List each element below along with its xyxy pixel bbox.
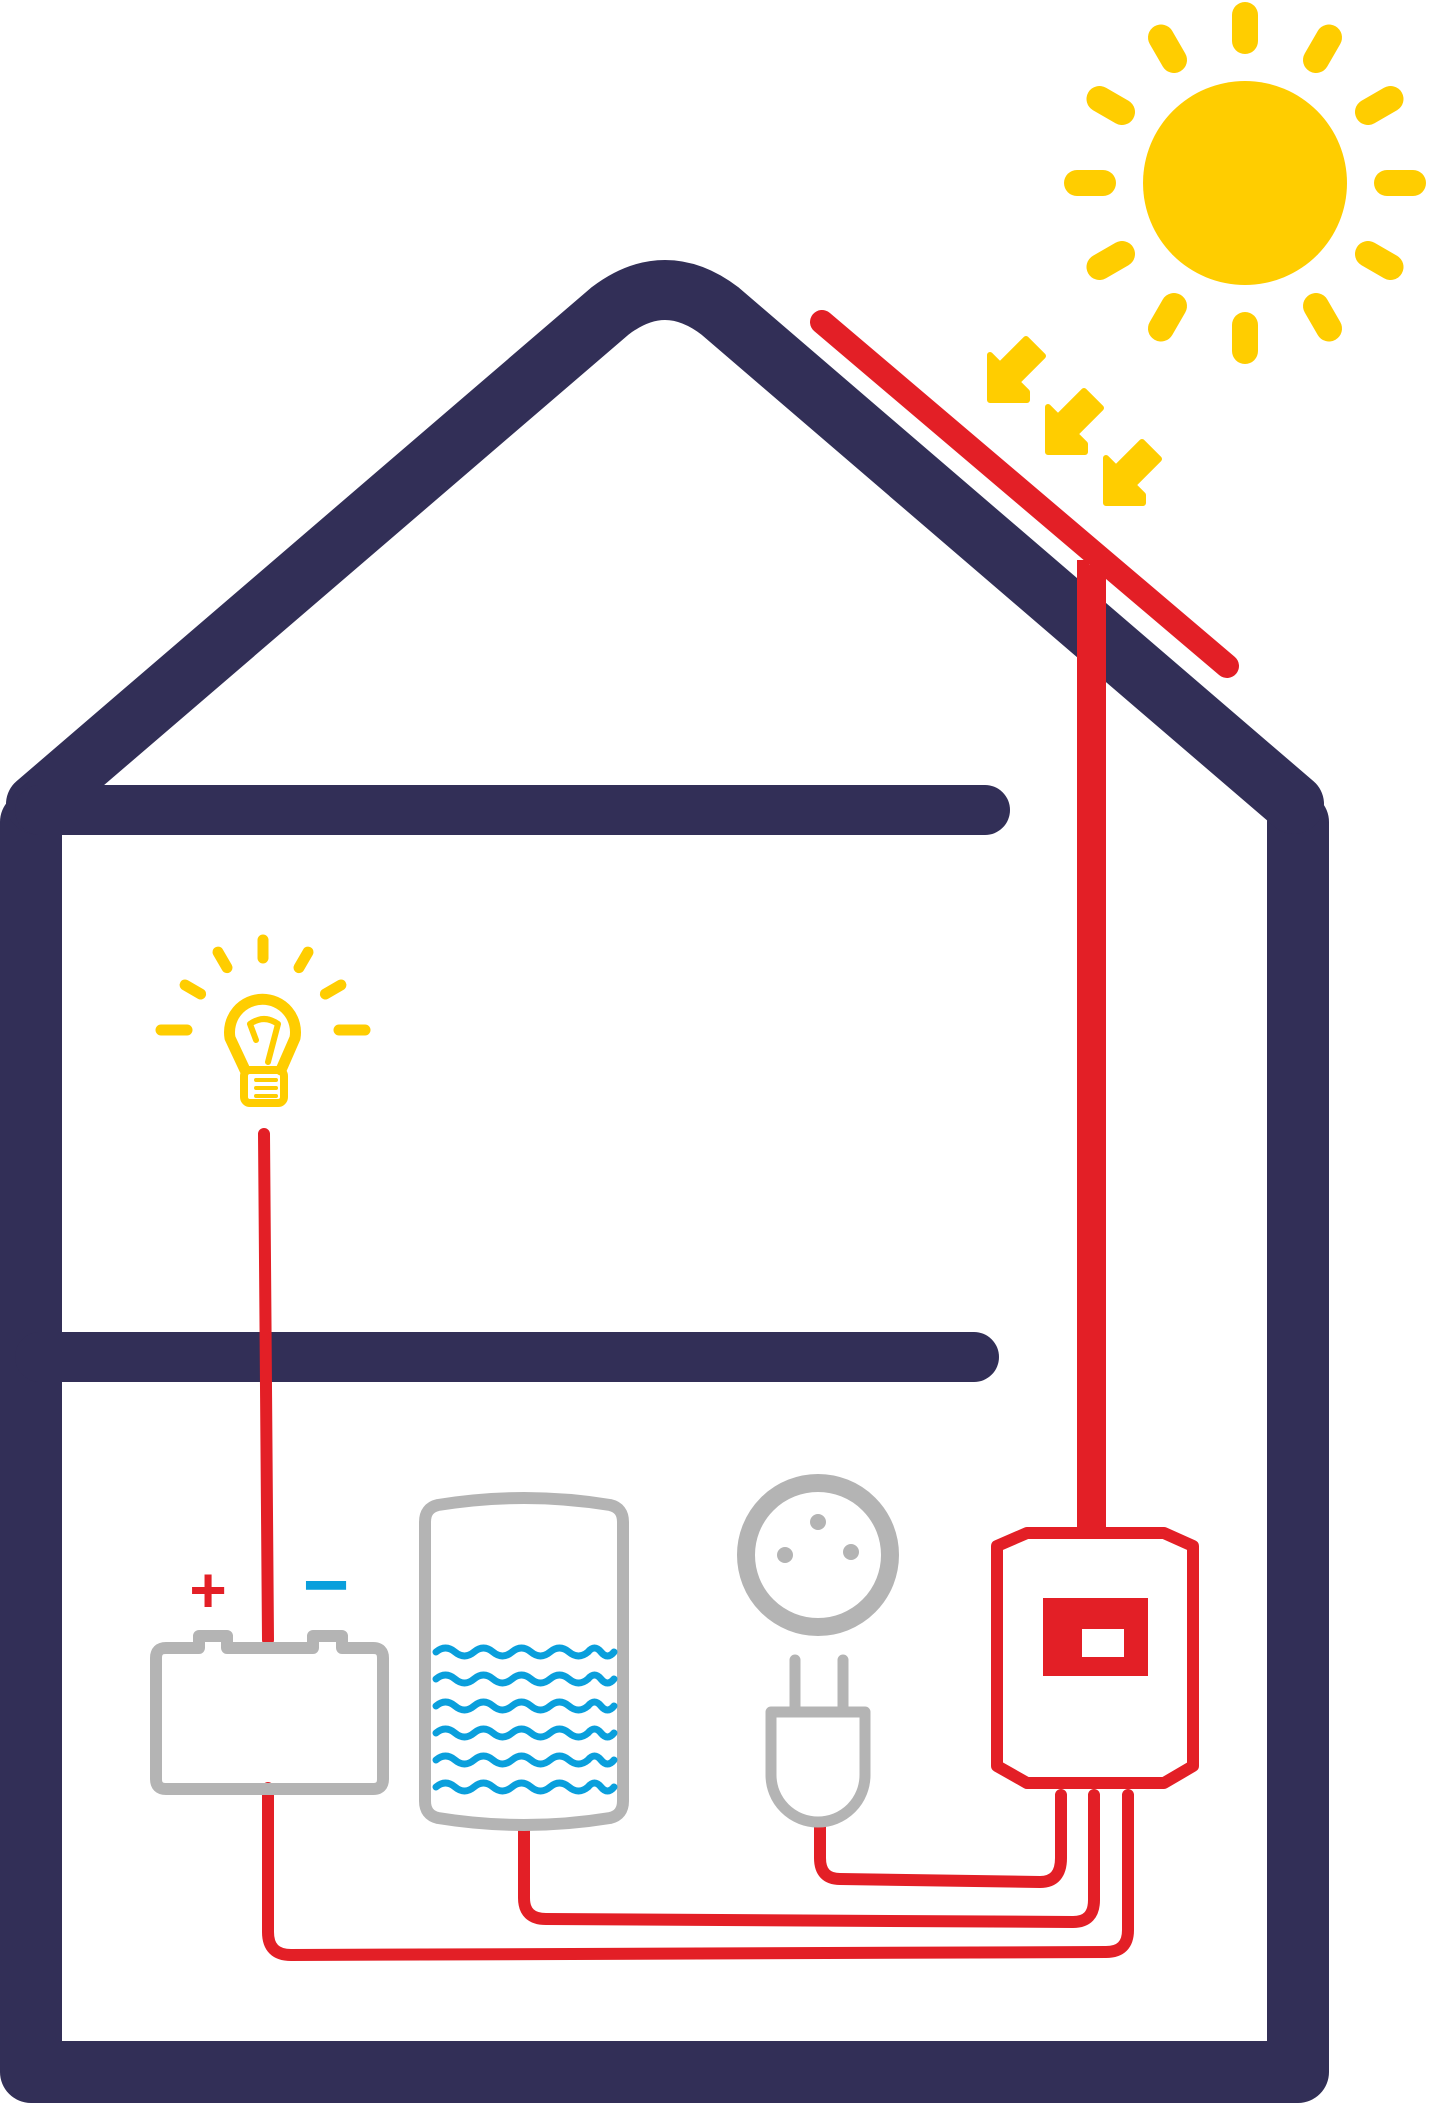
water-wave-row <box>432 1671 618 1687</box>
socket-outer <box>737 1474 899 1636</box>
controller-display-window <box>1082 1629 1124 1657</box>
charge-controller-icon <box>991 1527 1199 1789</box>
controller-body <box>991 1527 1199 1789</box>
battery-plus-label: + <box>189 1554 226 1626</box>
sunlight-arrow-icon <box>1103 439 1162 506</box>
bulb-glass <box>224 993 301 1076</box>
boiler-to-controller-wire <box>518 1789 1100 1928</box>
sunlight-arrows <box>987 336 1162 506</box>
bulb-to-controller-wire <box>258 1128 1134 1961</box>
bulb-rays <box>155 934 371 1036</box>
house-outline <box>0 260 1329 2103</box>
sun-ray <box>1148 293 1187 342</box>
sun-disc <box>1143 81 1347 285</box>
house-roof <box>6 260 1324 834</box>
sun-ray <box>1355 241 1404 280</box>
bulb-base <box>240 1066 288 1107</box>
plug-to-controller-wire <box>814 1789 1067 1888</box>
socket-hole-top <box>810 1514 826 1530</box>
plug-body <box>765 1706 871 1828</box>
bulb-ray <box>319 979 347 1000</box>
sunlight-arrow-icon <box>987 336 1046 403</box>
sun-rays <box>1064 2 1426 364</box>
wiring <box>258 560 1134 1961</box>
bulb-ray <box>212 946 233 974</box>
house-walls <box>0 791 1329 2103</box>
water-wave-row <box>432 1779 618 1795</box>
boiler-tank <box>419 1492 629 1831</box>
power-plug-icon <box>765 1654 871 1828</box>
sun-ray <box>1086 241 1135 280</box>
battery-minus-label: − <box>303 1540 350 1629</box>
battery-icon: + − <box>150 1540 389 1795</box>
socket-hole-left <box>777 1547 793 1563</box>
sun-ray <box>1303 24 1342 73</box>
solar-panel <box>810 310 1239 678</box>
water-heater-icon <box>419 1492 629 1831</box>
socket-hole-right <box>843 1544 859 1560</box>
battery-body <box>150 1630 389 1795</box>
water-wave-row <box>432 1698 618 1714</box>
lightbulb-icon <box>155 934 371 1107</box>
bulb-ray <box>293 946 314 974</box>
sun-ray <box>1355 86 1404 125</box>
water-wave-row <box>432 1644 618 1660</box>
sunlight-arrow-icon <box>1045 388 1104 455</box>
sun-ray <box>1086 86 1135 125</box>
bulb-ray <box>179 979 207 1000</box>
water-waves <box>432 1644 618 1795</box>
water-wave-row <box>432 1725 618 1741</box>
sun-ray <box>1148 24 1187 73</box>
sun-ray <box>1303 293 1342 342</box>
sun-icon <box>1064 2 1426 364</box>
bulb-filament <box>247 1016 281 1065</box>
power-socket-icon <box>737 1474 899 1636</box>
water-wave-row <box>432 1752 618 1768</box>
